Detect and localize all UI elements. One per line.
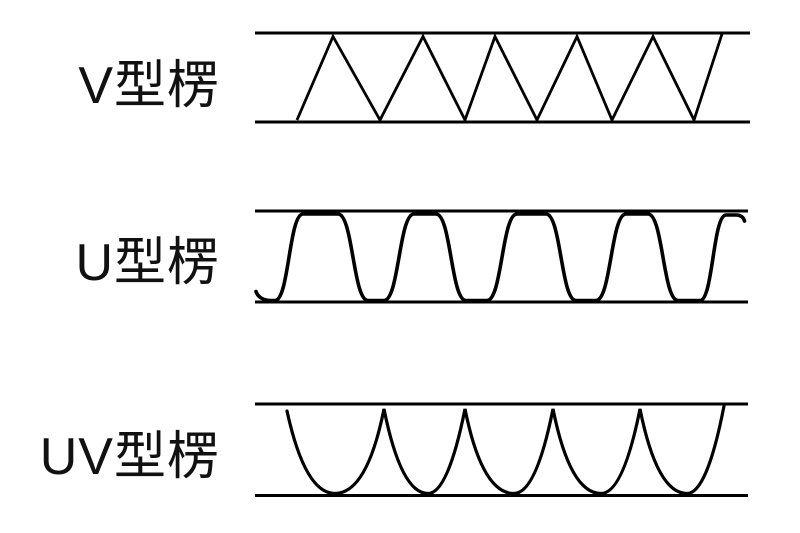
scalloped-cusp-wave-icon <box>285 404 726 496</box>
triangle-zigzag-wave-icon <box>295 32 724 124</box>
v-flute-label: V型楞 <box>78 57 220 115</box>
uv-flute-profile <box>255 402 748 497</box>
u-flute-label: U型楞 <box>75 234 220 292</box>
rounded-square-wave-icon <box>254 212 747 303</box>
u-flute-profile <box>254 209 748 304</box>
uv-flute-label: UV型楞 <box>39 428 220 486</box>
v-flute-profile <box>255 31 750 124</box>
